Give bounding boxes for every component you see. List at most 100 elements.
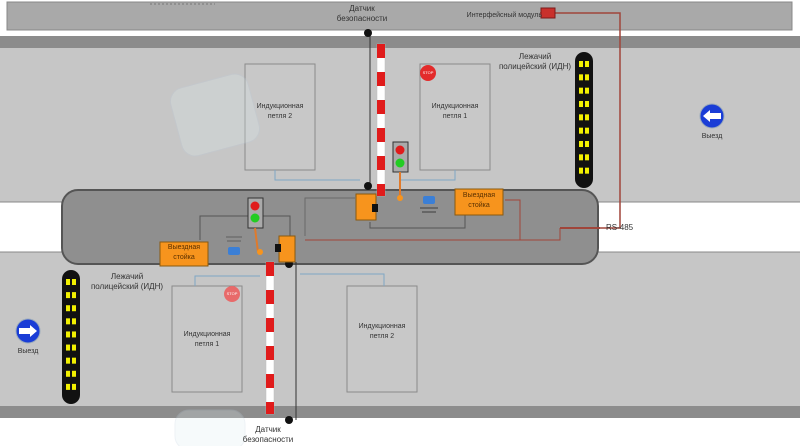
speed-bump-light	[66, 344, 70, 351]
speed-bump-light	[72, 370, 76, 377]
speed-bump-light	[585, 61, 589, 67]
label-line: стойка	[173, 254, 195, 261]
label-line: Датчик	[349, 4, 375, 13]
barrier-arm-bottom	[265, 261, 275, 415]
exit-rack-top-label: Выездная стойка	[455, 191, 503, 211]
speed-bump-light	[66, 331, 70, 338]
barrier-stripe	[266, 262, 274, 276]
barrier-stripe	[377, 44, 385, 58]
speed-bump-light	[579, 141, 583, 147]
speed-bump-light	[72, 357, 76, 364]
loop-cable	[300, 273, 385, 286]
speed-bump-light	[579, 127, 583, 134]
speed-bump-light	[579, 167, 583, 174]
induction-loop-bottom-1-label: Индукционная петля 1	[172, 330, 242, 350]
barrier-stripe	[377, 72, 385, 86]
label-line: Индукционная	[256, 103, 304, 110]
exit-sign-left-label: Выезд	[17, 348, 39, 355]
exit-rack-top	[454, 188, 504, 216]
reader-lines-icon	[226, 236, 242, 238]
speed-bump-light	[66, 292, 70, 299]
lower-curb	[0, 406, 800, 418]
speed-bump-light	[579, 114, 583, 121]
barrier-base-bottom	[278, 235, 296, 263]
safety-sensor-bottom-icon	[285, 416, 293, 424]
stop-sign-icon	[420, 65, 436, 81]
speed-bump-top	[575, 52, 593, 188]
speed-bump-light	[66, 383, 70, 390]
loop-cable	[194, 275, 260, 286]
barrier-stripe	[266, 318, 274, 332]
safety-sensor-bottom-label: Датчик безопасности	[228, 425, 308, 445]
barrier-arm-top	[376, 43, 386, 197]
speed-bump-body	[62, 270, 80, 404]
reader-lines-icon	[420, 207, 438, 209]
speed-bump-light	[579, 74, 583, 81]
speed-bump-light	[585, 87, 589, 94]
label-line: Лежачий	[110, 272, 144, 281]
label-line: Индукционная	[183, 331, 231, 338]
speed-bump-light	[66, 318, 70, 325]
barrier-stripe	[377, 128, 385, 142]
speed-bump-light	[72, 292, 76, 299]
interface-module-label: Интерфейсный модуль	[466, 12, 542, 19]
speed-bump-light	[66, 305, 70, 312]
stop-sign-text: STOP	[226, 291, 238, 296]
label-line: Индукционная	[431, 103, 479, 110]
barrier-stripe	[266, 402, 274, 414]
interface-module-icon	[540, 7, 556, 19]
speed-bump-light	[72, 383, 76, 390]
exit-sign-left-icon	[15, 318, 41, 344]
speed-bump-light	[72, 305, 76, 312]
barrier-arm-body	[376, 43, 386, 197]
label-line: полицейский (ИДН)	[498, 62, 572, 71]
speed-bump-light	[72, 279, 76, 285]
barrier-stripe	[266, 374, 274, 388]
label-line: полицейский (ИДН)	[90, 282, 164, 291]
speed-bump-light	[66, 279, 70, 285]
label-line: петля 2	[369, 333, 395, 340]
exit-rack-bottom	[159, 241, 209, 267]
central-island	[61, 189, 599, 265]
induction-loop-top-1-label: Индукционная петля 1	[420, 102, 490, 122]
label-line: стойка	[468, 202, 490, 209]
barrier-stripe	[266, 346, 274, 360]
speed-bump-top-label: Лежачий полицейский (ИДН)	[490, 52, 580, 72]
label-line: Выездная	[462, 192, 496, 199]
label-line: безопасности	[242, 435, 294, 444]
upper-curb	[0, 36, 800, 48]
induction-loop-bottom-1	[171, 285, 243, 393]
safety-sensor-icon	[364, 182, 372, 190]
speed-bump-bottom-label: Лежачий полицейский (ИДН)	[82, 272, 172, 292]
rs485-label: RS-485	[606, 223, 634, 232]
reader-lines-icon	[422, 211, 436, 213]
speed-bump-light	[585, 154, 589, 161]
induction-loop-top-1	[419, 63, 491, 171]
speed-bump-light	[579, 154, 583, 161]
speed-bump-light	[66, 370, 70, 377]
barrier-base-latch	[372, 204, 378, 212]
reader-lines-icon	[227, 240, 241, 242]
card-reader-icon	[228, 247, 240, 255]
speed-bump-light	[585, 167, 589, 174]
exit-sign-right-label: Выезд	[701, 133, 723, 140]
barrier-stripe	[377, 184, 385, 196]
island-cable	[199, 215, 291, 240]
label-line: Лежачий	[518, 52, 552, 61]
speed-bump-bottom	[62, 270, 80, 404]
speed-bump-light	[585, 74, 589, 81]
island-cable	[304, 197, 355, 236]
label-line: петля 2	[267, 113, 293, 120]
label-line: Выездная	[167, 244, 201, 251]
speed-bump-light	[579, 101, 583, 107]
exit-sign-right-icon	[699, 103, 725, 129]
island-cable	[305, 228, 561, 241]
label-line: безопасности	[336, 14, 388, 23]
barrier-stripe	[266, 290, 274, 304]
speed-bump-light	[585, 141, 589, 147]
speed-bump-light	[579, 61, 583, 67]
induction-loop-bottom-2	[346, 285, 418, 393]
speed-bump-light	[579, 87, 583, 94]
speed-bump-light	[585, 114, 589, 121]
